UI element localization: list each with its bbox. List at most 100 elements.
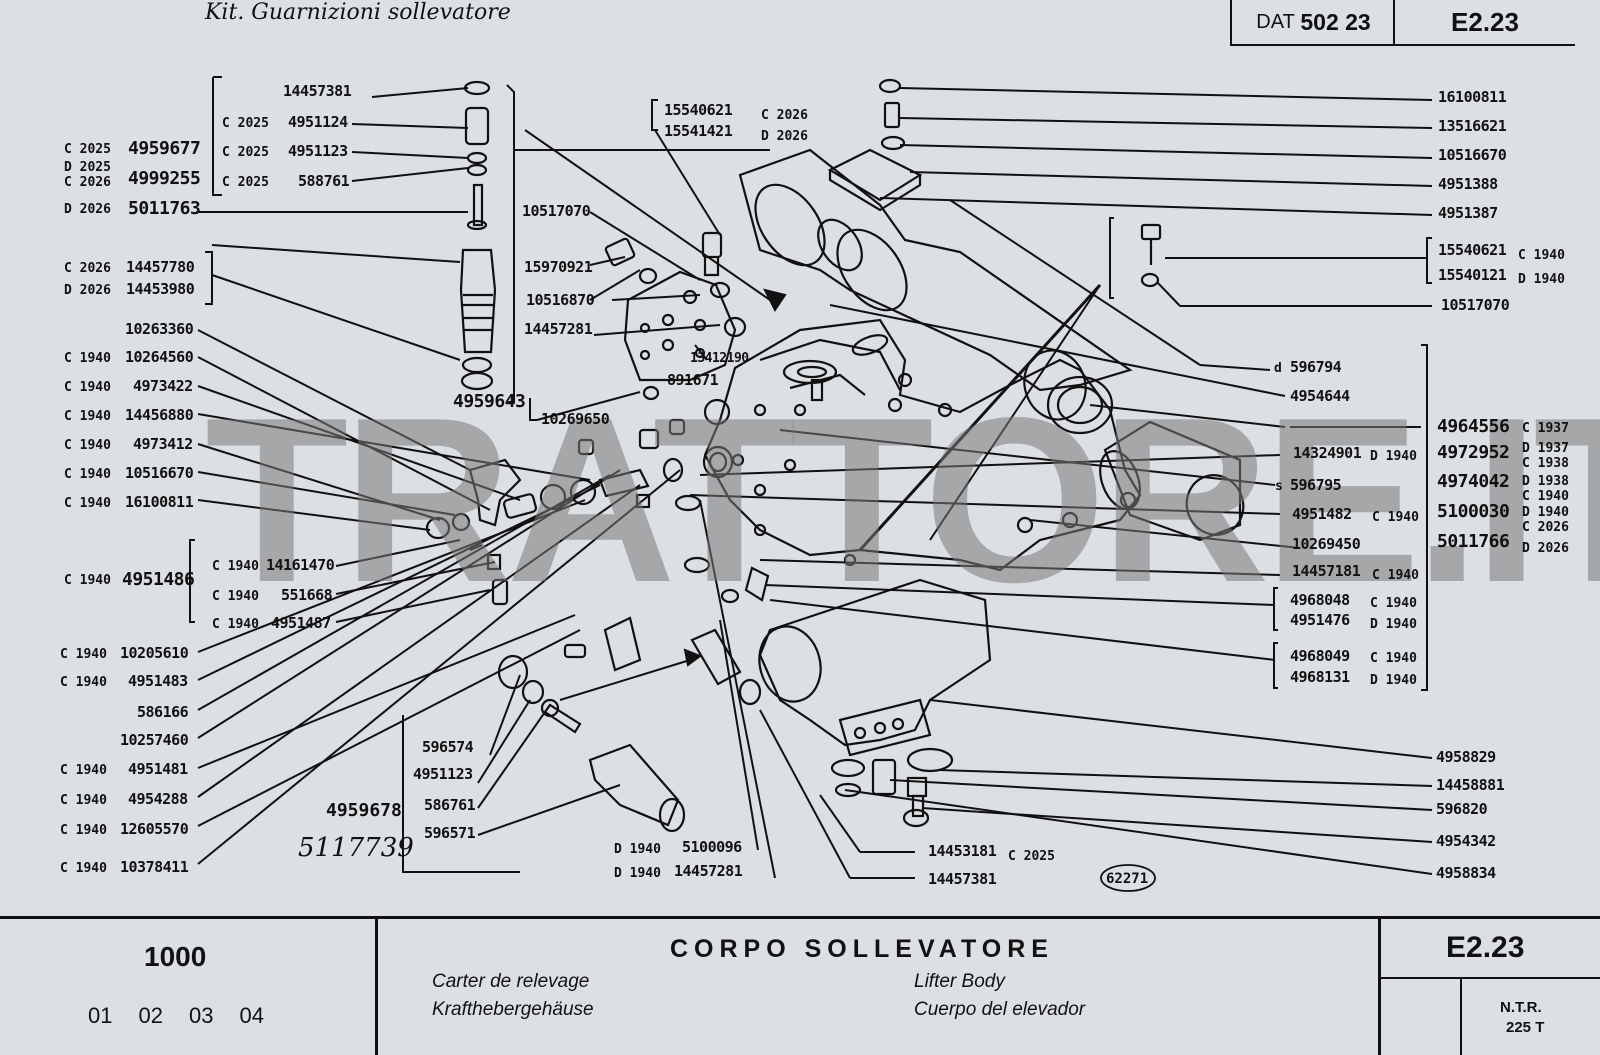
part-label: 4951487 xyxy=(271,614,331,632)
part-label: 4972952 xyxy=(1437,442,1510,463)
part-suffix: D 1940 xyxy=(1522,505,1569,520)
part-prefix: C 1940 xyxy=(212,559,259,574)
header-dat: DAT 502 23 xyxy=(1230,0,1395,46)
part-suffix: C 1938 xyxy=(1522,456,1569,471)
footer-divider xyxy=(1378,919,1381,1055)
part-prefix: C 1940 xyxy=(64,438,111,453)
part-label: 4958829 xyxy=(1436,748,1496,766)
part-label: 4954644 xyxy=(1290,387,1350,405)
part-label: 4959677 xyxy=(128,138,201,159)
part-label: 10263360 xyxy=(125,320,194,338)
part-label: 5100096 xyxy=(682,838,742,856)
part-label: 4958834 xyxy=(1436,864,1496,882)
part-prefix: C 1940 xyxy=(60,763,107,778)
part-suffix: C 2025 xyxy=(1008,849,1055,864)
part-suffix: D 1940 xyxy=(1518,272,1565,287)
variant: 04 xyxy=(239,1003,264,1028)
part-prefix: C 1940 xyxy=(212,589,259,604)
part-label: 4951481 xyxy=(128,760,188,778)
part-prefix: C 2025 xyxy=(222,116,269,131)
part-suffix: D 1940 xyxy=(1370,449,1417,464)
footer-divider xyxy=(375,919,378,1055)
part-prefix: C 1940 xyxy=(212,617,259,632)
part-prefix: C 2026 xyxy=(64,261,111,276)
header-code: E2.23 xyxy=(1393,0,1575,46)
part-label: 15541421 xyxy=(664,122,733,140)
part-label: 15540121 xyxy=(1438,266,1507,284)
ntr-label: N.T.R. xyxy=(1500,999,1542,1016)
part-label: 10257460 xyxy=(120,731,189,749)
part-label: 4951482 xyxy=(1292,505,1352,523)
part-label: 4954288 xyxy=(128,790,188,808)
part-label: 596795 xyxy=(1290,476,1342,494)
title-fr: Carter de relevage xyxy=(432,971,590,992)
part-prefix: C 1940 xyxy=(64,380,111,395)
part-label: 4951483 xyxy=(128,672,188,690)
part-prefix: C 2025 xyxy=(222,145,269,160)
part-label: 5011766 xyxy=(1437,531,1510,552)
variant-list: 01 02 03 04 xyxy=(88,1003,264,1029)
part-prefix: C 1940 xyxy=(64,351,111,366)
footer-code: E2.23 xyxy=(1446,931,1525,964)
part-label: 4951476 xyxy=(1290,611,1350,629)
part-suffix: C 1940 xyxy=(1522,489,1569,504)
parts-drawing xyxy=(425,78,1245,892)
part-suffix: C 1937 xyxy=(1522,421,1569,436)
part-prefix: D 2026 xyxy=(64,202,111,217)
part-label: 14453980 xyxy=(126,280,195,298)
part-label: 10516670 xyxy=(1438,146,1507,164)
part-label: 10516870 xyxy=(526,291,595,309)
left-leader-lines xyxy=(196,87,681,865)
part-suffix: C 2026 xyxy=(1522,520,1569,535)
part-prefix: D 1940 xyxy=(614,842,661,857)
part-label: 4954342 xyxy=(1436,832,1496,850)
part-label: 14324901 xyxy=(1293,444,1362,462)
part-label: 15540621 xyxy=(1438,241,1507,259)
part-label: 4968048 xyxy=(1290,591,1350,609)
part-label: 15540621 xyxy=(664,101,733,119)
part-suffix: D 1938 xyxy=(1522,474,1569,489)
part-label: 14458881 xyxy=(1436,776,1505,794)
part-label: 14457780 xyxy=(126,258,195,276)
part-label: 10264560 xyxy=(125,348,194,366)
part-label: 16100811 xyxy=(125,493,194,511)
part-label: 10517070 xyxy=(522,202,591,220)
part-label: 596820 xyxy=(1436,800,1488,818)
part-prefix: C 1940 xyxy=(60,823,107,838)
handwritten-note: Kit. Guarnizioni sollevatore xyxy=(205,0,511,25)
ntr-value: 225 T xyxy=(1506,1019,1545,1036)
part-label: 4974042 xyxy=(1437,471,1510,492)
part-label: 15970921 xyxy=(524,258,593,276)
part-prefix: C 1940 xyxy=(60,675,107,690)
part-prefix: s xyxy=(1275,479,1283,494)
part-label: 4968049 xyxy=(1290,647,1350,665)
part-label: 12605570 xyxy=(120,820,189,838)
part-suffix: D 2026 xyxy=(761,129,808,144)
part-prefix: C 1940 xyxy=(64,573,111,588)
part-label: 4973412 xyxy=(133,435,193,453)
part-label: 10269650 xyxy=(541,410,610,428)
part-label: 13516621 xyxy=(1438,117,1507,135)
part-label: 10269450 xyxy=(1292,535,1361,553)
part-suffix: C 1940 xyxy=(1370,596,1417,611)
part-prefix: d xyxy=(1274,361,1282,376)
variant: 03 xyxy=(188,1003,214,1028)
part-label: 10205610 xyxy=(120,644,189,662)
part-label: 10378411 xyxy=(120,858,189,876)
part-suffix: C 1940 xyxy=(1372,568,1419,583)
part-label: 588761 xyxy=(298,172,350,190)
part-label: 4959643 xyxy=(453,391,526,412)
part-label: 14457381 xyxy=(283,82,352,100)
part-label: 10517070 xyxy=(1441,296,1510,314)
part-label: 891671 xyxy=(667,371,719,389)
part-suffix: D 1940 xyxy=(1370,673,1417,688)
part-suffix: C 1940 xyxy=(1372,510,1419,525)
part-label: 4964556 xyxy=(1437,416,1510,437)
part-prefix: C 1940 xyxy=(60,647,107,662)
part-label: 596794 xyxy=(1290,358,1342,376)
part-prefix: C 1940 xyxy=(64,467,111,482)
part-label: 14457281 xyxy=(524,320,593,338)
part-label: 16100811 xyxy=(1438,88,1507,106)
part-label: 4951486 xyxy=(122,569,195,590)
